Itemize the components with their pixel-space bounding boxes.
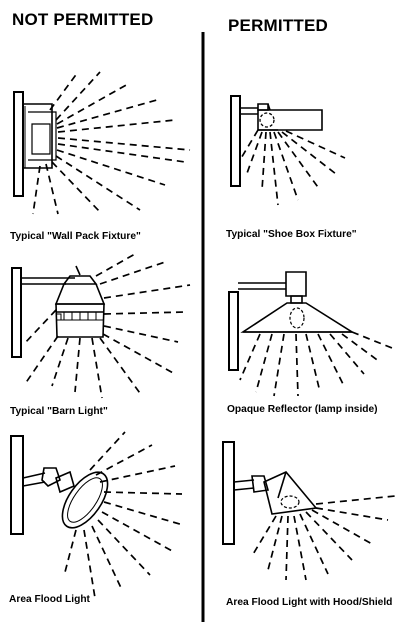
barn-light-rays — [23, 253, 191, 399]
barn-light-fixture — [11, 265, 106, 358]
not-permitted-heading: NOT PERMITTED — [12, 10, 154, 29]
opaque-reflector-light-rays — [239, 331, 393, 397]
flood-shield-caption: Area Flood Light with Hood/Shield — [226, 597, 393, 608]
wall-pack-light-rays — [32, 71, 191, 215]
wall-pack-fixture — [13, 91, 57, 197]
permitted-heading: PERMITTED — [228, 16, 329, 35]
wall-pack-caption: Typical "Wall Pack Fixture" — [10, 231, 141, 242]
shoe-box-fixture — [230, 95, 323, 187]
flood-light-fixture — [10, 435, 109, 535]
flood-light-rays — [63, 431, 184, 599]
shoe-box-caption: Typical "Shoe Box Fixture" — [226, 229, 357, 240]
shoe-box-light-rays — [239, 129, 346, 206]
flood-shield-fixture — [222, 441, 318, 545]
flood-shield-light-rays — [251, 495, 396, 581]
barn-light-caption: Typical "Barn Light" — [10, 406, 108, 417]
opaque-reflector-fixture — [228, 271, 355, 371]
flood-light-caption: Area Flood Light — [9, 594, 90, 605]
opaque-reflector-caption: Opaque Reflector (lamp inside) — [227, 404, 378, 415]
